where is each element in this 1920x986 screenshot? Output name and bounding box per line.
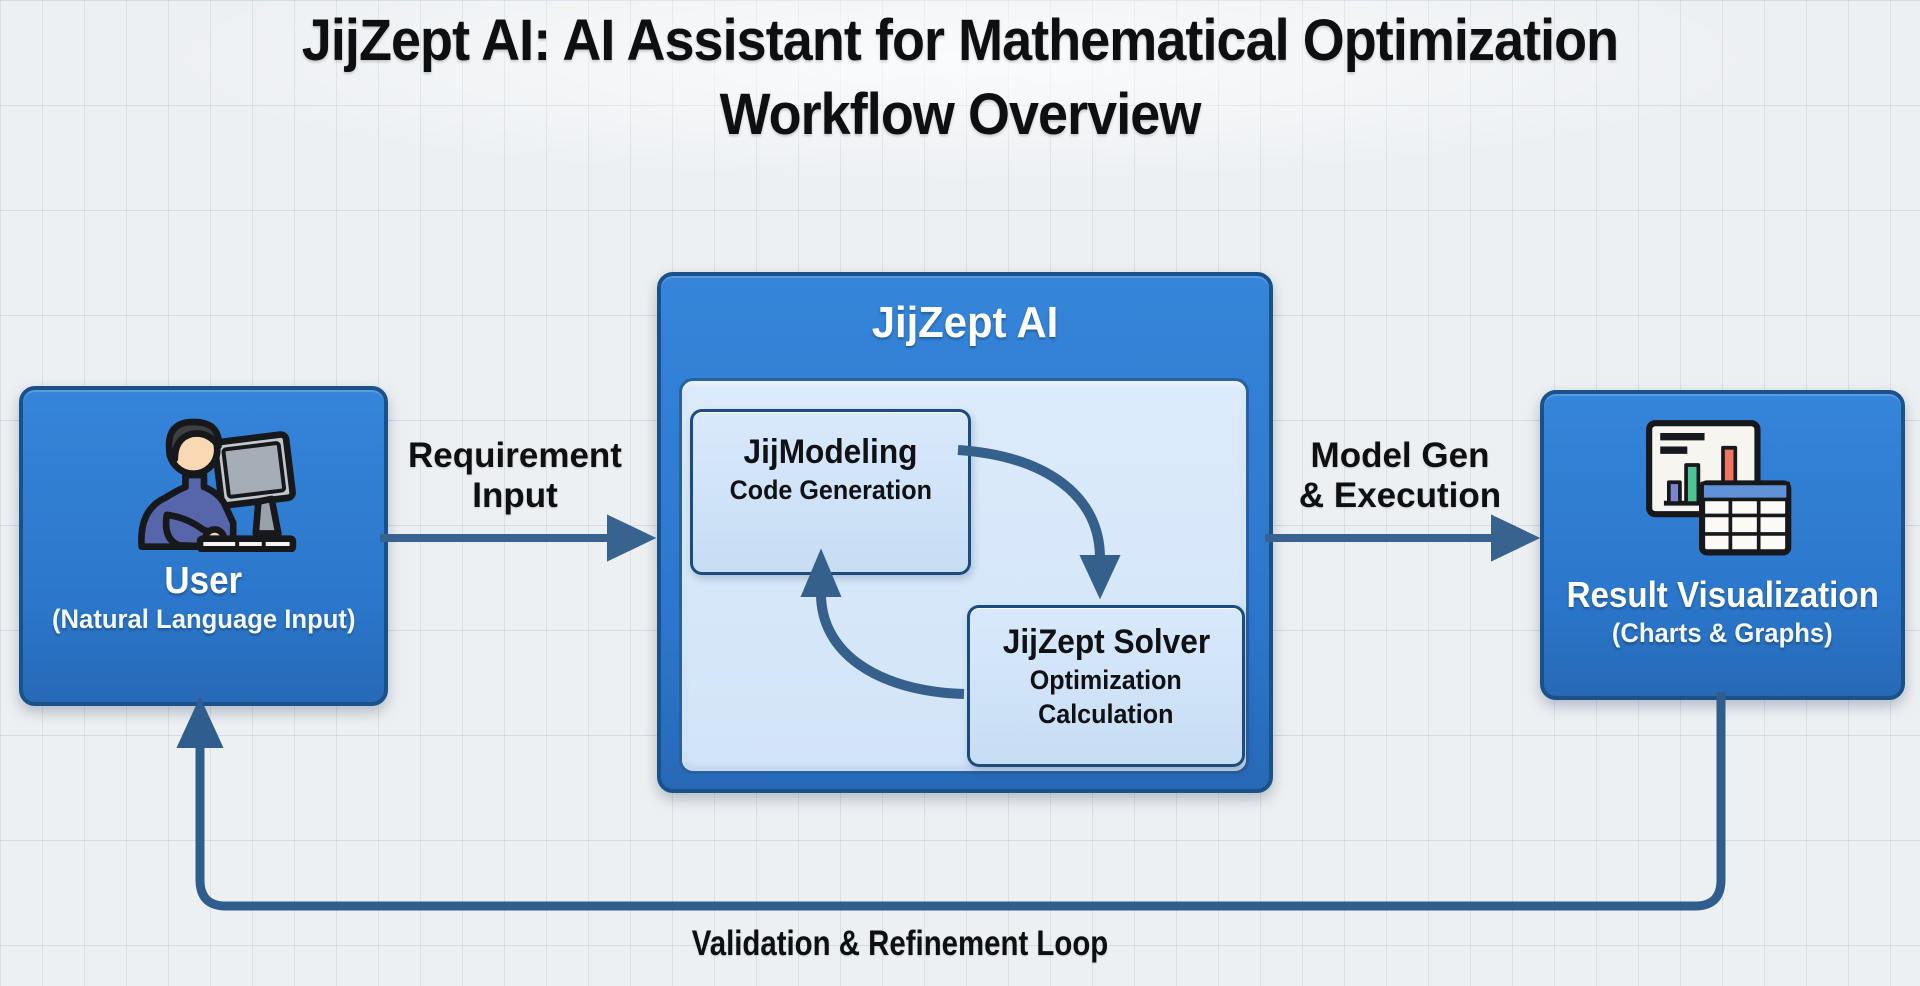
node-jijmodeling: JijModeling Code Generation [690,409,971,575]
model-gen-line2: & Execution [1298,476,1502,515]
model-gen-line1: Model Gen [1310,436,1490,475]
requirement-input-line1: Requirement [408,436,622,475]
node-user: User (Natural Language Input) [19,386,388,706]
node-result-visualization: Result Visualization (Charts & Graphs) [1540,390,1905,700]
page-title-line2: Workflow Overview [719,82,1202,147]
user-sublabel: (Natural Language Input) [51,604,356,634]
bar-chart-table-icon [1645,420,1791,556]
page-title: JijZept AI: AI Assistant for Mathematica… [67,4,1853,152]
jijzept-ai-panel: JijModeling Code Generation JijZept Solv… [679,378,1249,774]
edge-label-requirement-input: Requirement Input [365,436,665,516]
edge-label-model-gen-execution: Model Gen & Execution [1250,436,1550,516]
model-gen-arrow [1265,514,1541,562]
edge-label-validation-loop: Validation & Refinement Loop [691,924,1109,963]
node-jijzept-solver: JijZept Solver Optimization Calculation [967,605,1245,767]
user-label: User [164,560,243,602]
result-sublabel: (Charts & Graphs) [1612,618,1833,648]
requirement-input-arrow [380,514,657,562]
requirement-input-line2: Input [472,476,558,515]
page-title-line1: JijZept AI: AI Assistant for Mathematica… [301,8,1619,73]
result-label: Result Visualization [1566,574,1879,615]
jijmodeling-label: JijModeling [743,433,918,471]
jijzept-ai-title: JijZept AI [871,298,1059,347]
jijzept-solver-sublabel1: Optimization [1029,665,1183,695]
jijmodeling-sublabel: Code Generation [729,475,932,505]
person-at-computer-icon [137,418,296,552]
jijzept-solver-label: JijZept Solver [1002,623,1210,661]
node-jijzept-ai: JijZept AI JijModeling Code Generation J… [657,272,1273,793]
jijzept-solver-sublabel2: Calculation [1038,699,1174,729]
